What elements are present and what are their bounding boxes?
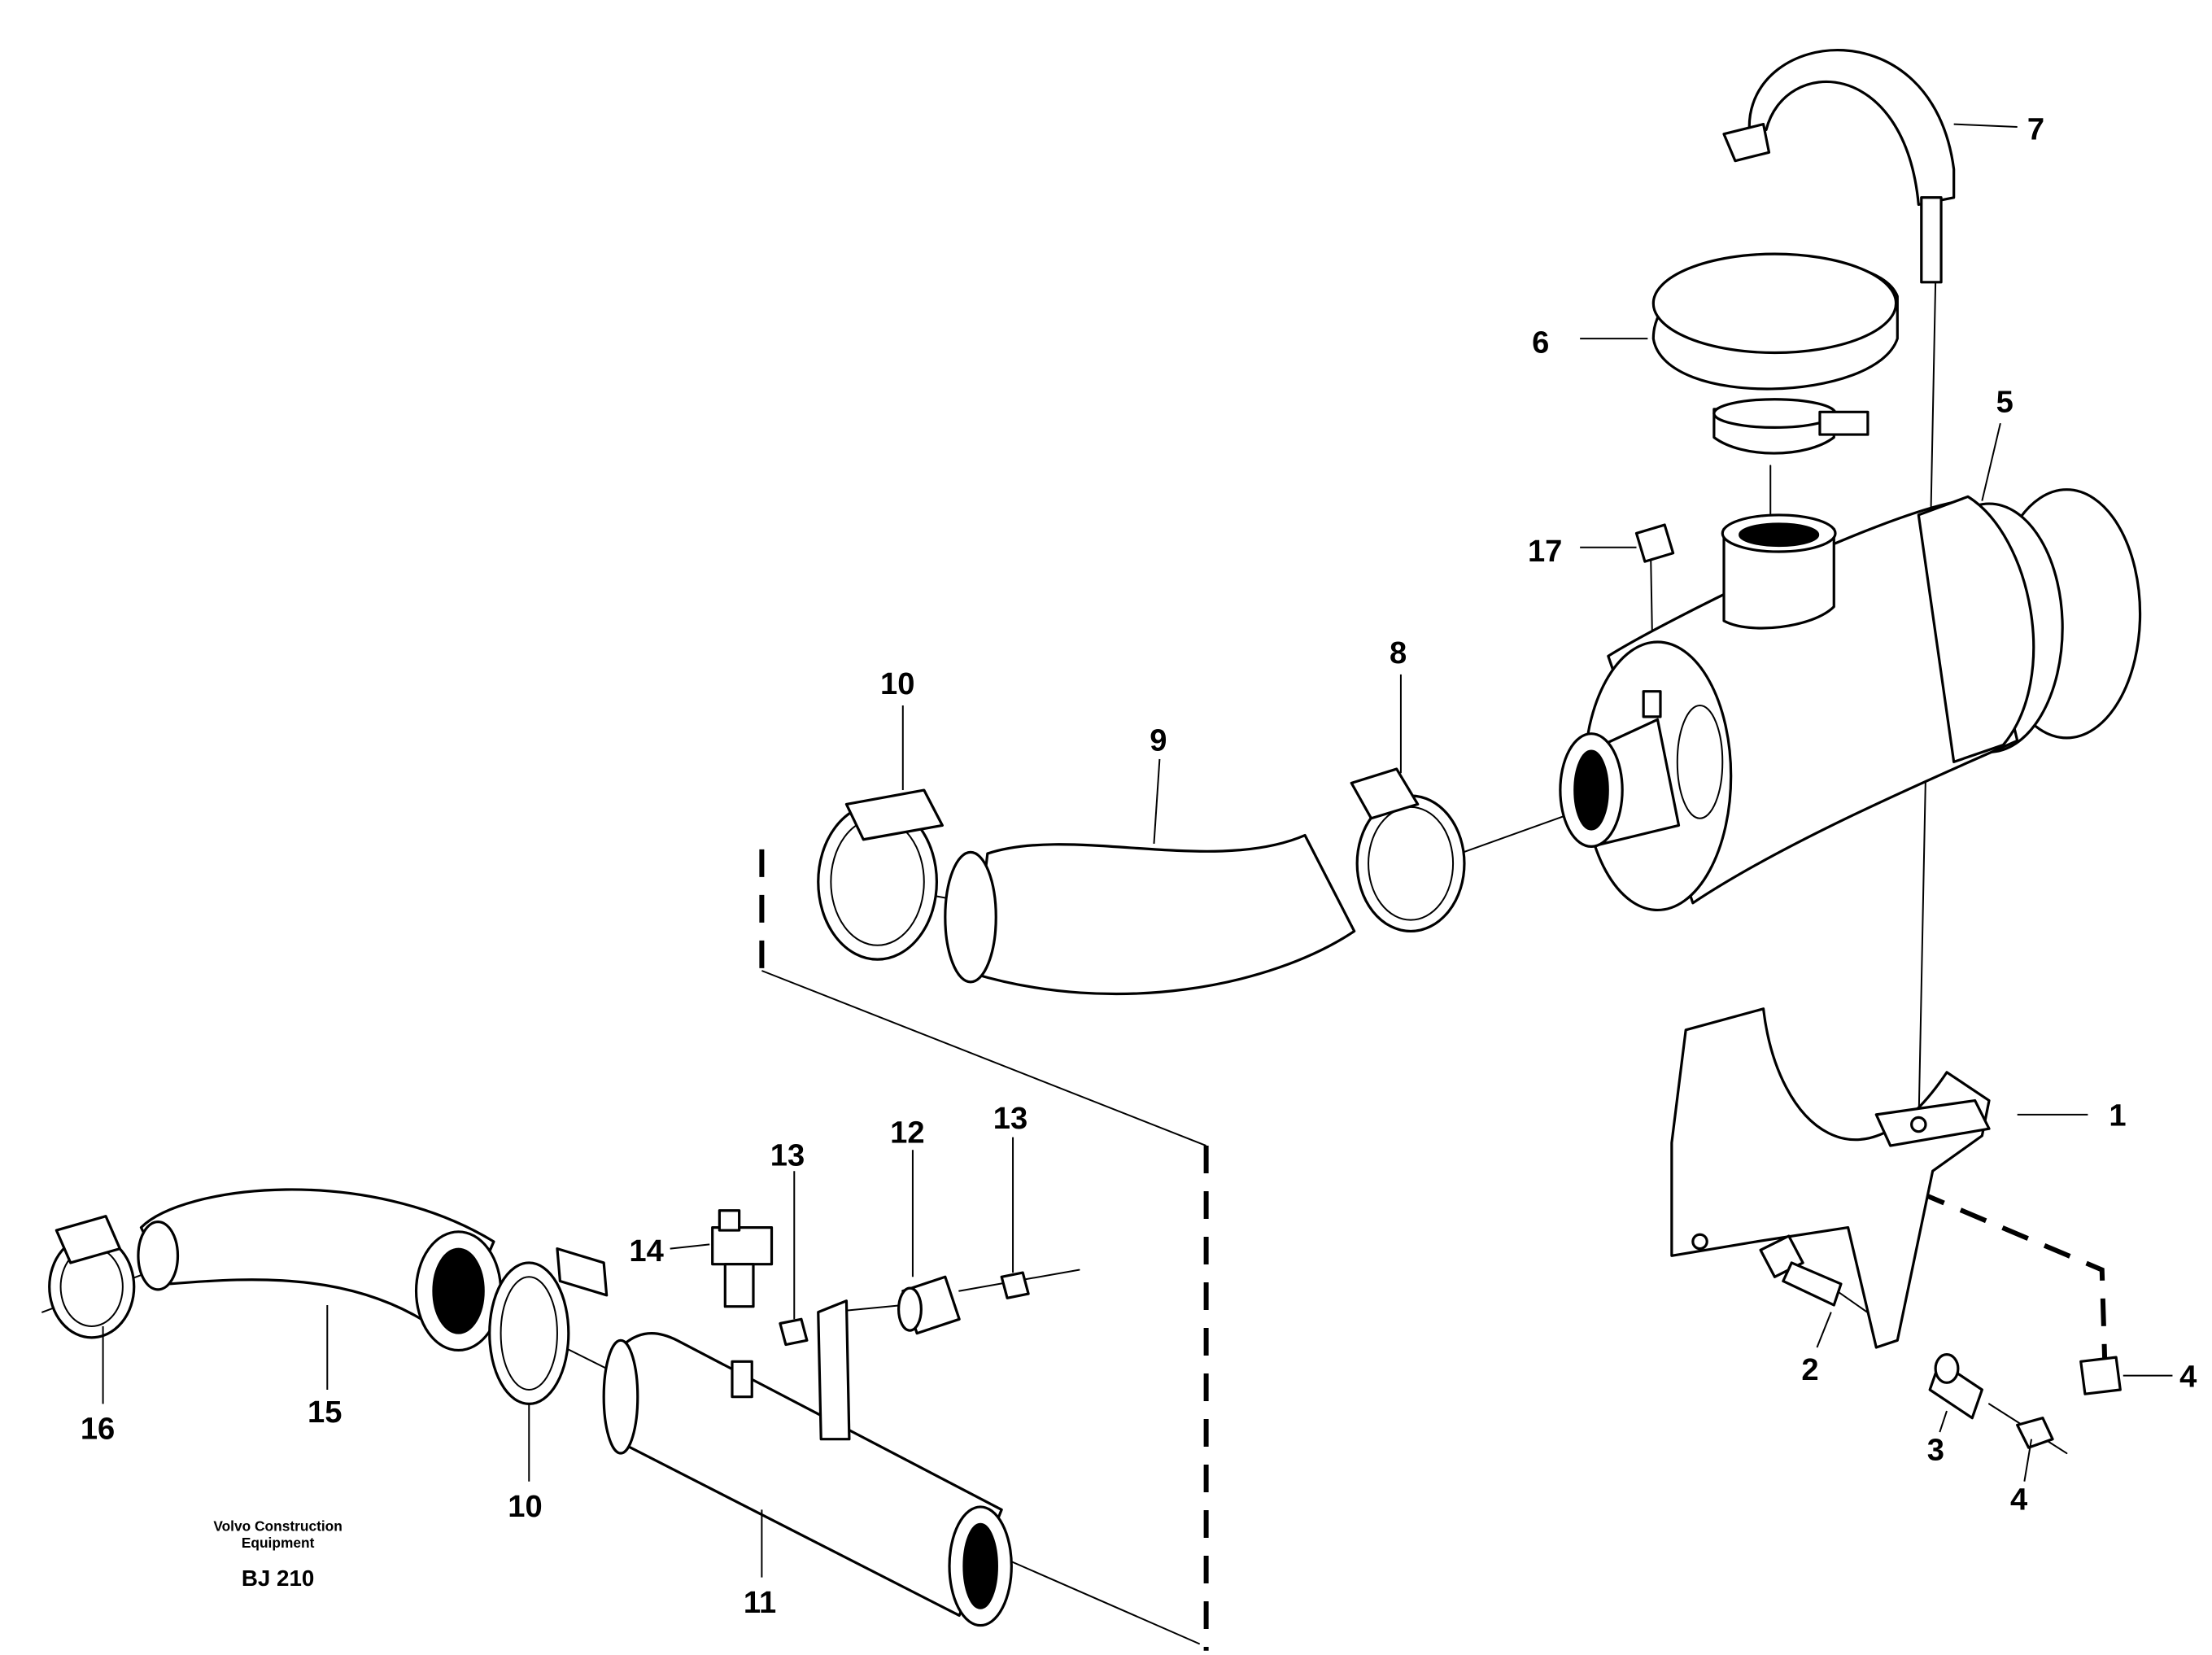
pipe-tab — [818, 1301, 849, 1439]
callout-1: 1 — [2109, 1098, 2126, 1133]
callout-17: 17 — [1528, 534, 1562, 569]
callout-7: 7 — [2027, 112, 2044, 147]
callout-9: 9 — [1150, 723, 1167, 758]
callout-12: 12 — [890, 1116, 924, 1151]
pressure-switch — [713, 1211, 772, 1397]
callout-6: 6 — [1532, 325, 1549, 360]
callout-5: 5 — [1996, 384, 2013, 419]
plug-17 — [1637, 525, 1673, 561]
cleaner-cap — [1653, 254, 1897, 453]
plug-12 — [899, 1277, 960, 1333]
spacer-3 — [1930, 1355, 1982, 1418]
callout-10-upper: 10 — [880, 666, 914, 701]
callout-4-right: 4 — [2179, 1360, 2197, 1395]
intake-hose — [945, 836, 1355, 994]
callout-10-lower: 10 — [508, 1489, 542, 1524]
callout-labels: 1 2 3 4 4 5 6 7 8 9 10 10 11 12 13 13 14… — [81, 112, 2197, 1620]
hose-clamp-upper-right — [1351, 769, 1464, 931]
hose-clamp-lower-left — [50, 1216, 134, 1338]
callout-13-left: 13 — [770, 1138, 805, 1172]
callout-4-lower: 4 — [2010, 1482, 2027, 1517]
nut-13-right — [1001, 1273, 1028, 1298]
nut-4-right — [2081, 1357, 2121, 1394]
caption-block: Volvo Construction Equipment BJ 210 — [213, 1517, 342, 1591]
bolt-2 — [1760, 1236, 1841, 1305]
bracket — [1672, 1009, 1989, 1347]
callout-14: 14 — [629, 1234, 663, 1269]
hose-clamp-lower-middle — [490, 1249, 607, 1404]
elbow-hose — [138, 1190, 501, 1351]
callout-15: 15 — [308, 1395, 342, 1430]
nut-4-lower — [2018, 1418, 2053, 1448]
leader-lines — [103, 124, 2173, 1578]
callout-3: 3 — [1927, 1433, 1944, 1468]
air-cleaner-housing — [1560, 490, 2140, 910]
dashed-connection-lines — [761, 849, 2105, 1651]
callout-11: 11 — [744, 1585, 776, 1620]
callout-16: 16 — [81, 1412, 115, 1447]
nut-13-left — [780, 1319, 807, 1344]
pipe-11 — [604, 1334, 1011, 1626]
caption-company: Volvo Construction — [213, 1517, 342, 1534]
caption-equipment: Equipment — [242, 1535, 315, 1551]
hose-clamp-upper-left — [818, 790, 943, 959]
callout-8: 8 — [1390, 635, 1407, 670]
callout-13-right: 13 — [993, 1101, 1027, 1136]
mounting-strap — [1724, 50, 1954, 282]
callout-2: 2 — [1801, 1352, 1818, 1387]
caption-code: BJ 210 — [242, 1565, 314, 1591]
